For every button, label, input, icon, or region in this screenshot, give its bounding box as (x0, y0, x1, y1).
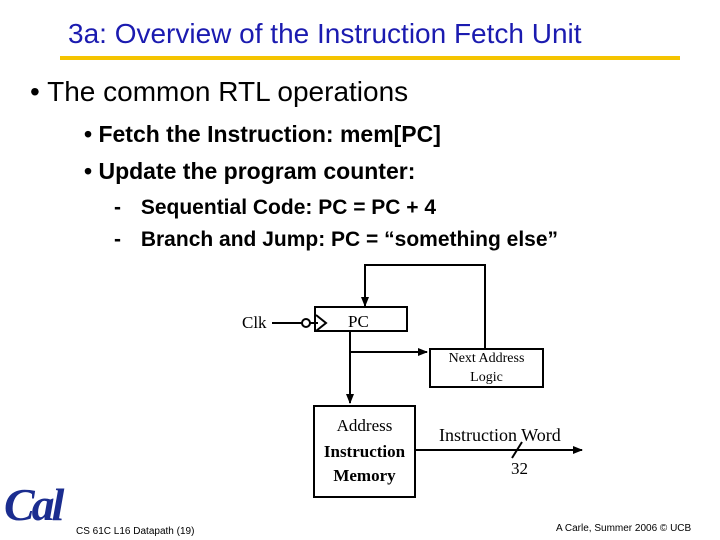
title-underline (60, 56, 680, 60)
bullet-main: The common RTL operations (47, 76, 409, 107)
instruction-memory-box (313, 405, 416, 498)
bullet-dot: • (84, 121, 93, 147)
clk-label: Clk (242, 313, 267, 332)
bullet-fetch: Fetch the Instruction: mem[PC] (98, 121, 441, 147)
memory-line1: Address (336, 416, 393, 435)
bullet-dot: • (30, 76, 40, 107)
bullet-branch: Branch and Jump: PC = “something else” (140, 228, 559, 251)
dash: - (114, 196, 121, 219)
bullet-fetch-row: • Fetch the Instruction: mem[PC] (84, 121, 441, 148)
memory-line3: Memory (333, 466, 396, 485)
clk-bubble (301, 318, 311, 328)
next-address-line1: Next Address (448, 351, 525, 366)
next-address-logic-label: Next Address Logic (429, 349, 544, 387)
dash: - (114, 228, 121, 251)
pc-label: PC (348, 312, 369, 331)
bullet-main-row: • The common RTL operations (30, 76, 408, 108)
instruction-memory-label: Address Instruction Memory (313, 413, 416, 487)
bullet-sequential-row: - Sequential Code: PC = PC + 4 (114, 196, 436, 220)
next-address-logic-box (429, 348, 544, 388)
bullet-branch-row: - Branch and Jump: PC = “something else” (114, 228, 558, 252)
bus-width-slash (511, 441, 523, 459)
footer-course: CS 61C L16 Datapath (19) (76, 526, 195, 537)
instruction-word-label: Instruction Word (439, 425, 561, 445)
pc-register (314, 306, 408, 332)
footer-credit: A Carle, Summer 2006 © UCB (556, 523, 692, 534)
slide-title: 3a: Overview of the Instruction Fetch Un… (68, 18, 582, 49)
next-address-line2: Logic (470, 370, 503, 385)
memory-line2: Instruction (323, 442, 406, 461)
bullet-sequential: Sequential Code: PC = PC + 4 (140, 196, 437, 219)
clock-triangle-icon (315, 314, 328, 332)
bus-width-label: 32 (511, 459, 528, 478)
feedback-wire (361, 264, 486, 348)
bullet-update-row: • Update the program counter: (84, 158, 415, 185)
bullet-dot: • (84, 158, 93, 184)
cal-logo: Cal (4, 479, 64, 530)
bullet-update: Update the program counter: (98, 158, 416, 184)
